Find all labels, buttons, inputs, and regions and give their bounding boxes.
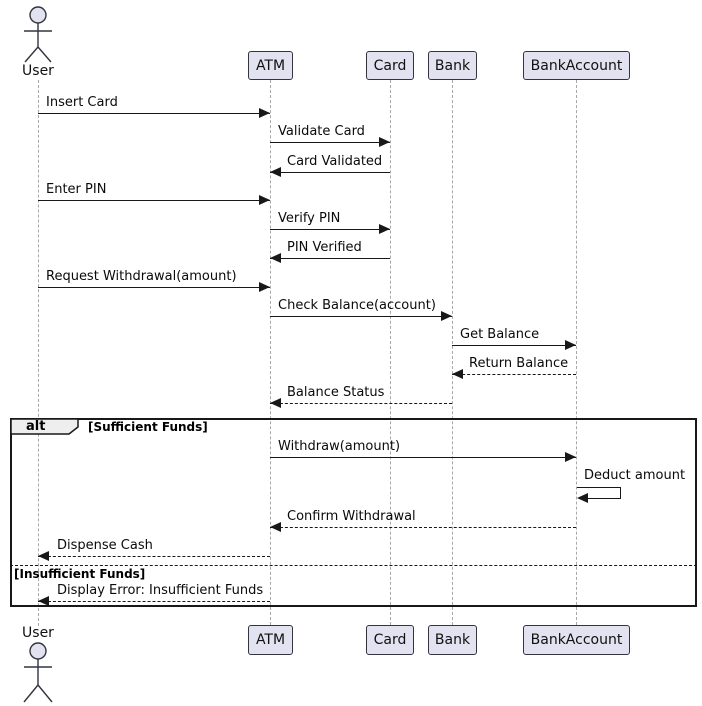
message-label-balance-status: Balance Status [287, 385, 385, 400]
actor-icon-top [24, 6, 52, 63]
participant-user-top: User [22, 63, 54, 79]
lifeline-atm [270, 80, 271, 625]
message-label-display-error: Display Error: Insufficient Funds [57, 583, 264, 598]
message-label-return-balance: Return Balance [469, 356, 569, 371]
arrowhead-icon [379, 137, 390, 147]
arrowhead-icon [441, 311, 452, 321]
alt-operator-label: alt [26, 419, 46, 434]
arrowhead-icon [38, 596, 49, 606]
participant-bank-top: Bank [428, 51, 477, 80]
message-line-pin-verified [270, 258, 390, 259]
message-line-return-balance [452, 374, 576, 375]
arrowhead-icon [452, 369, 463, 379]
message-line-confirm-withdrawal [270, 527, 576, 528]
selfmessage-bottom-line [585, 498, 620, 499]
lifeline-bankaccount [576, 80, 577, 625]
alt-divider [10, 565, 697, 566]
arrowhead-icon [270, 398, 281, 408]
participant-bankaccount-bottom: BankAccount [523, 625, 630, 655]
participant-bankaccount-top: BankAccount [523, 51, 630, 80]
alt-operator-tab [11, 419, 79, 435]
message-label-pin-verified: PIN Verified [287, 240, 362, 255]
arrowhead-icon [259, 195, 270, 205]
arrowhead-icon [259, 282, 270, 292]
alt-guard-sufficient: [Sufficient Funds] [88, 420, 208, 434]
arrowhead-icon [565, 452, 576, 462]
alt-frame [10, 418, 697, 607]
participant-bank-bottom: Bank [428, 625, 477, 655]
message-label-enter-pin: Enter PIN [46, 182, 107, 197]
arrowhead-icon [577, 493, 588, 503]
lifeline-bank [452, 80, 453, 625]
arrowhead-icon [259, 108, 270, 118]
message-label-validate-card: Validate Card [278, 124, 365, 139]
message-line-card-validated [270, 172, 390, 173]
arrowhead-icon [379, 224, 390, 234]
message-label-get-balance: Get Balance [460, 327, 540, 342]
message-label-withdraw: Withdraw(amount) [278, 439, 401, 454]
alt-guard-insufficient: [Insufficient Funds] [14, 567, 146, 581]
lifeline-card [390, 80, 391, 625]
message-label-dispense-cash: Dispense Cash [57, 538, 153, 553]
lifeline-user [38, 80, 39, 626]
message-label-check-balance: Check Balance(account) [278, 298, 436, 313]
selfmessage-top-line [577, 487, 620, 488]
message-label-deduct-amount: Deduct amount [584, 468, 686, 483]
message-line-verify-pin [270, 229, 390, 230]
message-line-dispense-cash [38, 556, 270, 557]
message-line-withdraw [270, 457, 576, 458]
participant-atm-bottom: ATM [248, 625, 293, 655]
actor-icon-bottom [23, 642, 53, 703]
participant-card-top: Card [366, 51, 414, 80]
selfmessage-right-line [620, 487, 621, 499]
message-label-request-withdrawal: Request Withdrawal(amount) [46, 269, 237, 284]
message-label-verify-pin: Verify PIN [278, 211, 341, 226]
message-line-request-withdrawal [38, 287, 270, 288]
message-line-check-balance [270, 316, 452, 317]
message-line-balance-status [270, 403, 452, 404]
message-label-confirm-withdrawal: Confirm Withdrawal [287, 509, 416, 524]
arrowhead-icon [270, 167, 281, 177]
participant-card-bottom: Card [366, 625, 414, 655]
message-line-insert-card [38, 113, 270, 114]
message-line-enter-pin [38, 200, 270, 201]
arrowhead-icon [565, 340, 576, 350]
participant-atm-top: ATM [248, 51, 293, 80]
arrowhead-icon [270, 253, 281, 263]
arrowhead-icon [38, 551, 49, 561]
message-line-validate-card [270, 142, 390, 143]
message-line-get-balance [452, 345, 576, 346]
message-line-display-error [38, 601, 270, 602]
participant-user-bottom: User [22, 625, 54, 641]
message-label-card-validated: Card Validated [287, 154, 383, 169]
message-label-insert-card: Insert Card [46, 95, 118, 110]
arrowhead-icon [270, 522, 281, 532]
